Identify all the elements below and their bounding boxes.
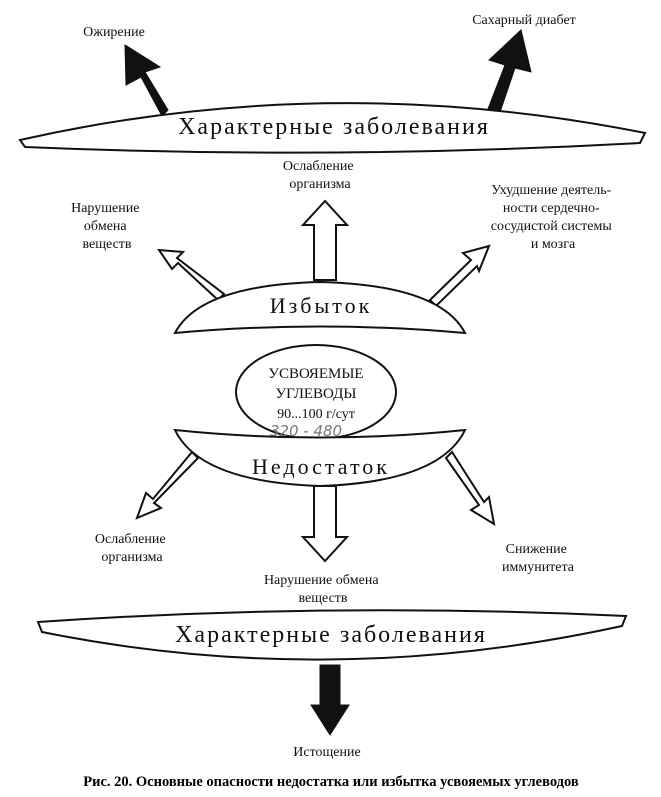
arrow-excess-left [156,248,226,302]
deficit-effect-center: Нарушение обмена веществ [264,573,382,606]
center-handwritten-note: 320 - 480 [270,422,342,440]
arrow-obesity [124,44,169,117]
arrow-diabetes [485,29,532,119]
excess-effect-center: Ослабление организма [283,159,357,192]
deficit-effect-right: Снижение иммунитета [502,542,575,575]
deficit-label: Недостаток [252,454,390,479]
arrow-excess-center [300,199,350,281]
bottom-band-label: Характерные заболевания [175,622,487,648]
figure-caption: Рис. 20. Основные опасности недостатка и… [83,774,579,790]
center-title-1: УСВОЯЕМЫЕ [268,366,363,382]
center-title-2: УГЛЕВОДЫ [276,386,357,402]
arrow-excess-right [428,244,491,308]
excess-effect-right: Ухудшение деятель- ности сердечно- сосуд… [491,183,615,252]
arrow-deficit-left [135,450,200,520]
arrow-exhaustion [310,664,350,736]
center-norm: 90...100 г/сут [277,407,355,422]
arrow-deficit-right [444,450,496,527]
bottom-disease-band [36,609,628,661]
outcome-exhaustion: Истощение [293,745,360,760]
excess-label: Избыток [270,293,373,318]
outcome-obesity: Ожирение [83,25,145,40]
excess-effect-left: Нарушение обмена веществ [71,201,143,252]
excess-band [173,280,467,335]
top-disease-band [18,102,647,154]
arrow-deficit-center [300,485,350,563]
deficit-effect-left: Ослабление организма [95,532,169,565]
outcome-diabetes: Сахарный диабет [472,13,576,28]
top-band-label: Характерные заболевания [178,114,490,140]
deficit-band [173,428,467,488]
